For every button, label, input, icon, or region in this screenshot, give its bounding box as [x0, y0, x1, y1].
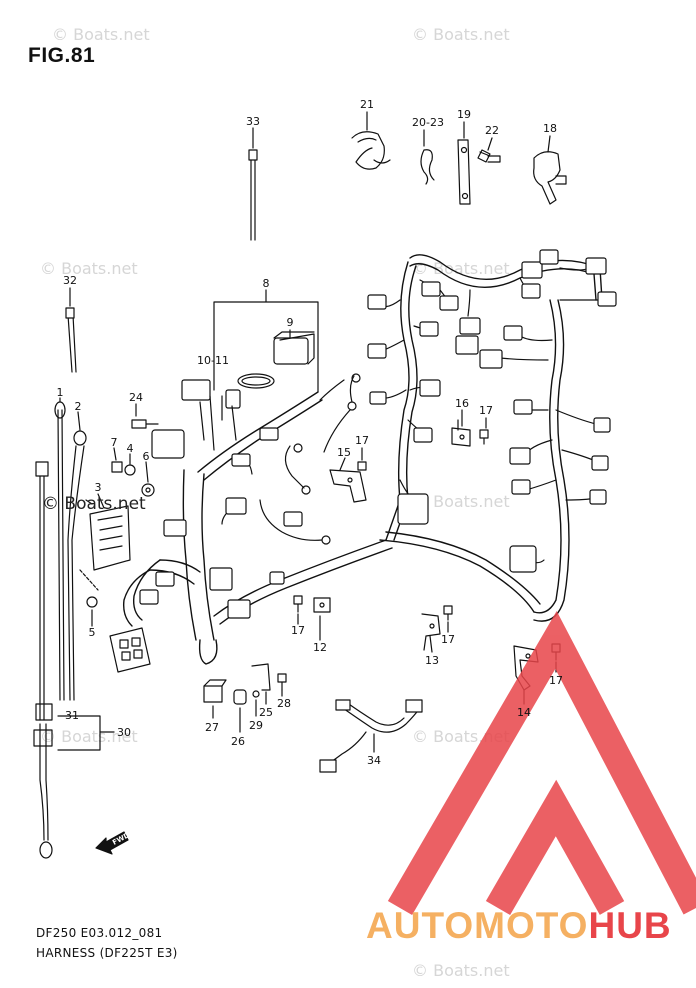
diagram-code: DF250 E03.012_081: [36, 926, 163, 940]
callout-17: 17: [479, 404, 493, 417]
callout-7: 7: [111, 436, 118, 449]
cable-end-2: [67, 430, 87, 701]
fwd-arrow: [95, 831, 129, 855]
bracket-16: [451, 419, 471, 447]
callout-27: 27: [205, 721, 219, 734]
callout-24: 24: [129, 391, 143, 404]
grommet-5: [86, 596, 98, 608]
callout-2: 2: [75, 400, 82, 413]
cap-27: [203, 679, 227, 703]
callout-12: 12: [313, 641, 327, 654]
callout-30: 30: [117, 726, 131, 739]
callout-13: 13: [425, 654, 439, 667]
cable-tie-33: [248, 149, 258, 241]
callout-3: 3: [95, 481, 102, 494]
washer-29: [252, 690, 260, 698]
ring-terminals: [293, 373, 361, 545]
bolt-17d: [443, 605, 453, 621]
callout-10-11: 10-11: [197, 354, 229, 367]
callout-15: 15: [337, 446, 351, 459]
callout-26: 26: [231, 735, 245, 748]
relay-9: [273, 331, 315, 365]
watermark: © Boats.net: [412, 492, 510, 511]
callout-25: 25: [259, 706, 273, 719]
battery-cable-1: [54, 401, 66, 701]
bolt-28: [277, 673, 287, 691]
bolt-17a: [479, 429, 489, 445]
fuse-holder-31: [33, 703, 53, 859]
nut-6: [141, 483, 155, 497]
clip-20-23: [420, 149, 435, 185]
callout-22: 22: [485, 124, 499, 137]
watermark: © Boats.net: [412, 259, 510, 278]
bolt-17b: [357, 461, 367, 471]
callout-6: 6: [143, 450, 150, 463]
brand-part2: HUB: [588, 905, 672, 946]
callout-17: 17: [291, 624, 305, 637]
cable-tie-32: [65, 307, 77, 373]
sub-harness-34: [319, 699, 423, 773]
diagram-caption: HARNESS (DF225T E3): [36, 946, 178, 960]
main-connector: [109, 627, 151, 673]
brand-part1: AUTOMOTO: [366, 905, 589, 946]
callout-31: 31: [65, 709, 79, 722]
callout-28: 28: [277, 697, 291, 710]
callout-29: 29: [249, 719, 263, 732]
screw-7: [111, 461, 123, 473]
watermark: © Boats.net: [52, 25, 150, 44]
callout-16: 16: [455, 397, 469, 410]
bracket-19: [457, 139, 471, 205]
watermark: © Boats.net: [412, 961, 510, 980]
callout-18: 18: [543, 122, 557, 135]
callout-8: 8: [263, 277, 270, 290]
callout-17: 17: [355, 434, 369, 447]
clamp-18: [533, 151, 567, 205]
callout-4: 4: [127, 442, 134, 455]
callout-21: 21: [360, 98, 374, 111]
bolt-22: [477, 149, 501, 163]
watermark: © Boats.net: [40, 259, 138, 278]
bracket-12: [313, 597, 331, 613]
grommet-4: [124, 464, 136, 476]
bracket-13: [421, 613, 441, 651]
callout-5: 5: [89, 626, 96, 639]
bracket-25: [251, 663, 271, 691]
callout-33: 33: [246, 115, 260, 128]
callout-1: 1: [57, 386, 64, 399]
sleeve-26: [233, 689, 247, 705]
connector-plate-3: [89, 505, 131, 571]
connectors: [139, 249, 617, 619]
callout-9: 9: [287, 316, 294, 329]
watermark-dark: © Boats.net: [42, 494, 146, 514]
callout-34: 34: [367, 754, 381, 767]
callout-32: 32: [63, 274, 77, 287]
callout-20-23: 20-23: [412, 116, 444, 129]
brand-text: AUTOMOTOHUB: [366, 905, 672, 947]
watermark: © Boats.net: [412, 25, 510, 44]
callout-14: 14: [517, 706, 531, 719]
bolt-17c: [293, 595, 303, 613]
callout-19: 19: [457, 108, 471, 121]
bracket-15: [329, 469, 367, 503]
callout-17: 17: [549, 674, 563, 687]
screw-24: [131, 419, 159, 429]
callout-17: 17: [441, 633, 455, 646]
brand-logo-icon: [387, 611, 696, 916]
figure-title: FIG.81: [28, 44, 96, 67]
clamp-21: [351, 131, 391, 170]
